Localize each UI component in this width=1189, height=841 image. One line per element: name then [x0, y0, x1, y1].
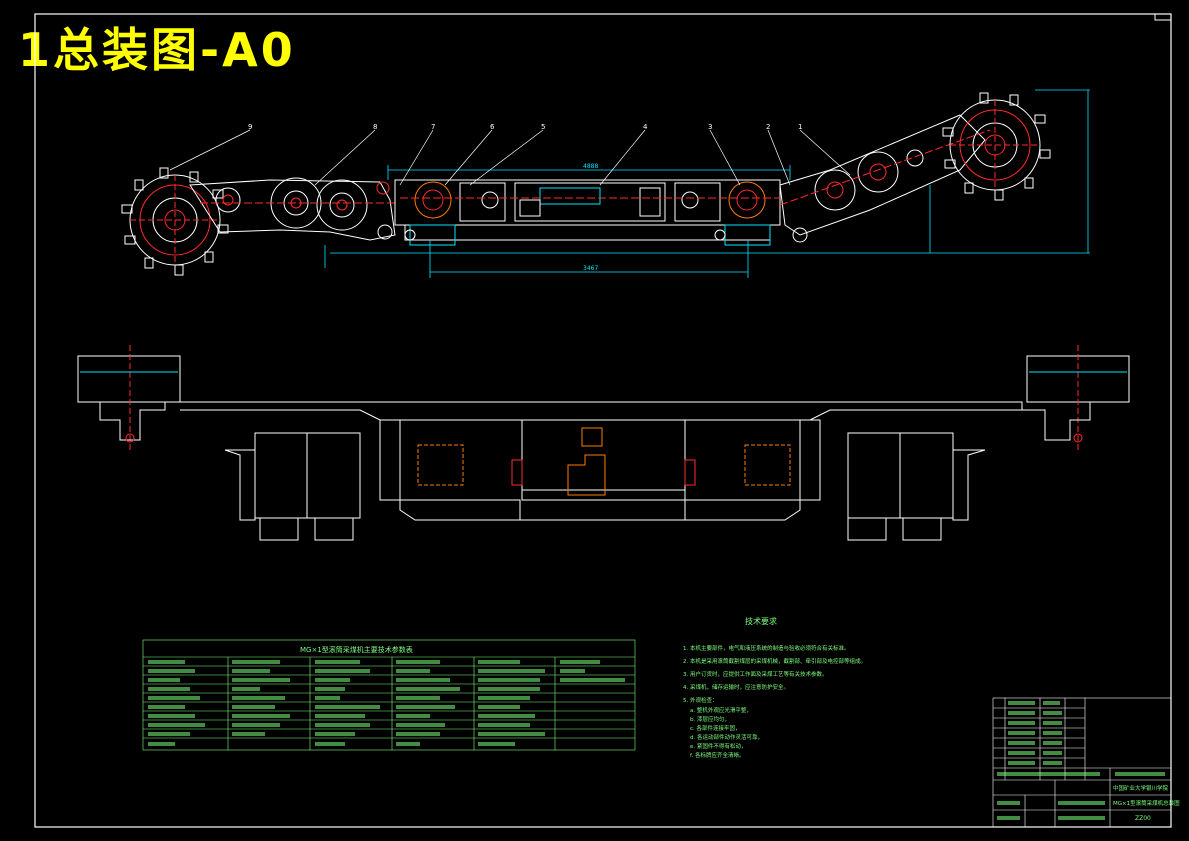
drawing-title: 1总装图-A0 — [18, 23, 296, 77]
note-line: 2. 本机是采用滚筒截割煤层的采煤机械，截割部、牵引部及电控部等组成。 — [683, 657, 866, 665]
title-block-rows — [997, 701, 1165, 820]
title-block-drawing-no: ZZ00 — [1135, 815, 1151, 822]
left-drum — [121, 167, 229, 276]
side-dimensions — [324, 89, 1090, 278]
right-drum — [942, 92, 1051, 201]
note-line: c. 各部件连接牢固， — [690, 724, 741, 732]
title-block-drawing-name: MG×1型滚筒采煤机总装图 — [1113, 799, 1180, 807]
balloon-8: 8 — [373, 123, 377, 131]
balloon-2: 2 — [766, 123, 770, 131]
balloon-4: 4 — [643, 123, 648, 131]
note-line: e. 紧固件不得有松动， — [690, 742, 746, 750]
side-view — [121, 92, 1051, 276]
title-block — [992, 697, 1172, 828]
parameter-table — [142, 639, 636, 751]
dim-length-top: 4888 — [583, 163, 598, 170]
balloon-3: 3 — [708, 123, 712, 131]
note-line: d. 各运动部件动作灵活可靠， — [690, 733, 763, 741]
sheet-border — [34, 13, 1172, 828]
note-line: a. 整机外观应光滑平整， — [690, 706, 752, 714]
note-line: 4. 采煤机，储存运输时，应注意防护安全。 — [683, 683, 789, 691]
balloon-9: 9 — [248, 123, 252, 131]
balloons: 9 8 7 6 5 4 3 2 1 — [248, 123, 802, 131]
note-line: 5. 外观检查： — [683, 696, 718, 704]
balloon-leaders — [169, 129, 851, 186]
note-line: f. 各标牌应齐全清晰。 — [690, 751, 745, 759]
balloon-6: 6 — [490, 123, 495, 131]
note-line: b. 漆层应均匀， — [690, 715, 730, 723]
note-line: 1. 本机主要部件，电气和液压系统的制造与验收必须符合有关标准。 — [683, 644, 850, 652]
balloon-5: 5 — [541, 123, 545, 131]
dim-length-bottom: 3467 — [583, 265, 598, 272]
notes-title: 技术要求 — [745, 616, 777, 626]
note-line: 3. 用户订货时，应提供工作面及采煤工艺等有关技术参数。 — [683, 670, 828, 678]
plan-view — [77, 345, 1130, 541]
corner-marker — [1154, 13, 1172, 21]
technical-notes: 1. 本机主要部件，电气和液压系统的制造与验收必须符合有关标准。 2. 本机是采… — [683, 644, 866, 759]
table-title: MG×1型滚筒采煤机主要技术参数表 — [300, 645, 413, 654]
balloon-1: 1 — [798, 123, 802, 131]
balloon-7: 7 — [431, 123, 435, 131]
title-block-school: 中国矿业大学银川学院 — [1113, 784, 1169, 792]
